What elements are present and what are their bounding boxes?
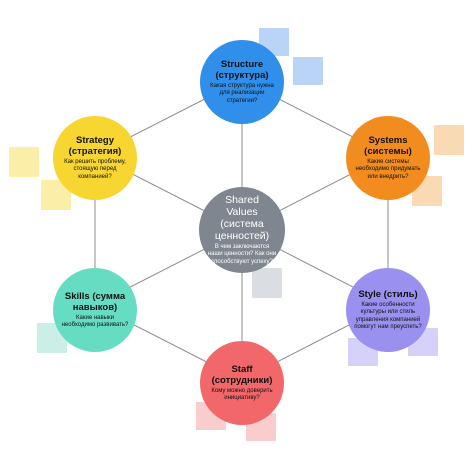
node-staff[interactable]: Staff (сотрудники) Кому можно доверить и… [200,341,284,425]
node-style-title-1: Style (стиль) [358,288,418,300]
node-systems[interactable]: Systems (системы) Какие системы необходи… [346,116,430,200]
node-structure-title-2: (структура) [215,69,269,81]
node-systems-title-1: Systems [368,134,408,146]
node-shared-values[interactable]: Shared Values (система ценностей) В чем … [199,187,285,273]
node-shared-values-title-2: Values (система [220,205,264,230]
node-strategy-title-1: Strategy [75,134,114,146]
node-skills-question: Какие навыки необходимо развивать? [61,314,129,329]
node-structure-question: Какая структура нужна для реализации стр… [210,82,274,104]
node-strategy-title-2: (стратегия) [68,145,122,157]
node-shared-values-question: В чем заключаются наши ценности? Как они… [207,243,277,265]
node-strategy[interactable]: Strategy (стратегия) Как решить проблему… [53,116,137,200]
sticky-note-orange-1[interactable] [434,125,464,155]
node-staff-title-1: Staff [231,363,253,375]
node-style-question: Какие особенности культуры или стиль упр… [354,301,422,331]
node-strategy-question: Как решить проблему, стоящую перед компа… [64,158,126,180]
sticky-note-blue-2[interactable] [293,57,323,85]
node-staff-question: Кому можно доверить инициативу? [211,387,273,402]
node-structure[interactable]: Structure (структура) Какая структура ну… [200,40,284,124]
sticky-note-gray[interactable] [252,268,282,298]
node-systems-question: Какие системы необходимо придумать или в… [355,158,421,180]
node-skills-title-1: Skills (сумма [64,290,126,302]
node-skills-title-2: навыков) [72,301,118,313]
sticky-note-yellow-1[interactable] [9,147,39,177]
node-style[interactable]: Style (стиль) Какие особенности культуры… [346,268,430,352]
node-staff-title-2: (сотрудники) [211,374,273,386]
node-structure-title-1: Structure [220,58,264,70]
node-shared-values-title-1: Shared [225,193,259,206]
node-systems-title-2: (системы) [364,145,412,157]
node-skills[interactable]: Skills (сумма навыков) Какие навыки необ… [53,268,137,352]
node-shared-values-title-3: ценностей) [214,229,270,242]
